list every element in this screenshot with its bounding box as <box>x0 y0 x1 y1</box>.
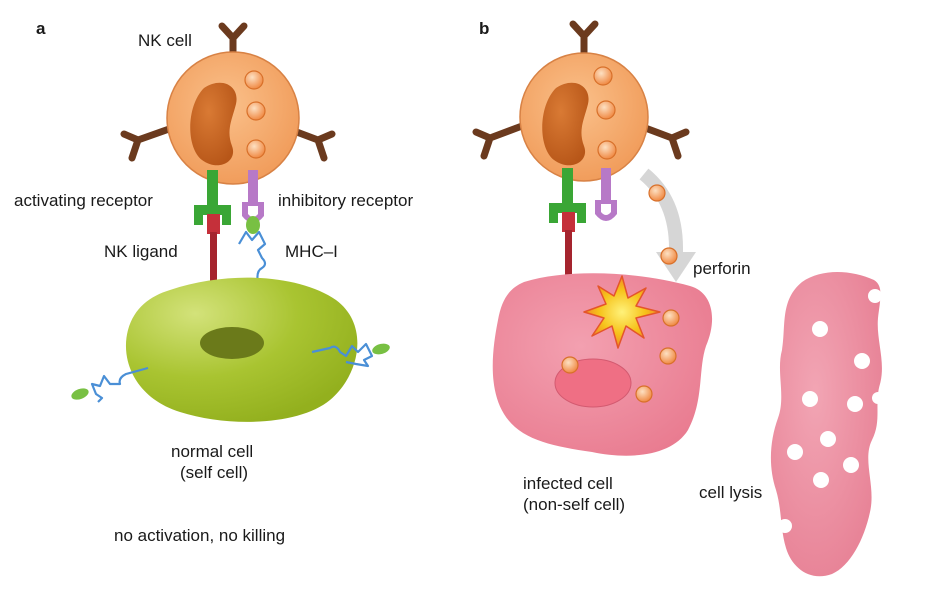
self-cell-label: (self cell) <box>180 463 248 482</box>
pore-icon <box>778 289 884 533</box>
nk-cell-b <box>472 20 690 182</box>
nk-nucleus <box>190 82 237 166</box>
activating-receptor-icon <box>549 168 586 223</box>
inhibitory-receptor-icon <box>242 170 264 223</box>
inhibitory-receptor-label: inhibitory receptor <box>278 191 413 210</box>
nk-ligand-icon <box>207 214 220 292</box>
nk-ligand-icon <box>562 212 575 288</box>
perforin-granule <box>648 184 666 202</box>
perforin-arrow <box>639 168 683 254</box>
normal-cell-nucleus <box>200 327 264 359</box>
outcome-label: no activation, no killing <box>114 526 285 545</box>
perforin-granule <box>660 247 678 265</box>
granule-icon <box>561 309 680 403</box>
panel-b-letter: b <box>479 19 489 38</box>
cell-lysis-label: cell lysis <box>699 483 762 502</box>
lysed-cell <box>770 272 884 577</box>
nk-nucleus <box>542 82 589 166</box>
normal-cell-label: normal cell <box>171 442 253 461</box>
non-self-cell-label: (non-self cell) <box>523 495 625 514</box>
nk-cell-a <box>120 22 336 185</box>
burst-star-icon <box>583 275 661 349</box>
granule-icon <box>593 66 617 160</box>
panel-a-letter: a <box>36 19 46 38</box>
mhc-label: MHC–I <box>285 242 338 261</box>
activating-receptor-icon <box>194 170 231 225</box>
inhibitory-receptor-icon <box>595 168 617 221</box>
activating-receptor-label: activating receptor <box>14 191 153 210</box>
normal-cell <box>71 277 390 422</box>
mhc-icon <box>238 216 267 291</box>
granule-icon <box>244 70 266 159</box>
nk-cell-label: NK cell <box>138 31 192 50</box>
nk-ligand-label: NK ligand <box>104 242 178 261</box>
infected-cell-label: infected cell <box>523 474 613 493</box>
mhc-icon <box>90 342 374 403</box>
infected-cell <box>492 273 713 456</box>
perforin-label: perforin <box>693 259 751 278</box>
